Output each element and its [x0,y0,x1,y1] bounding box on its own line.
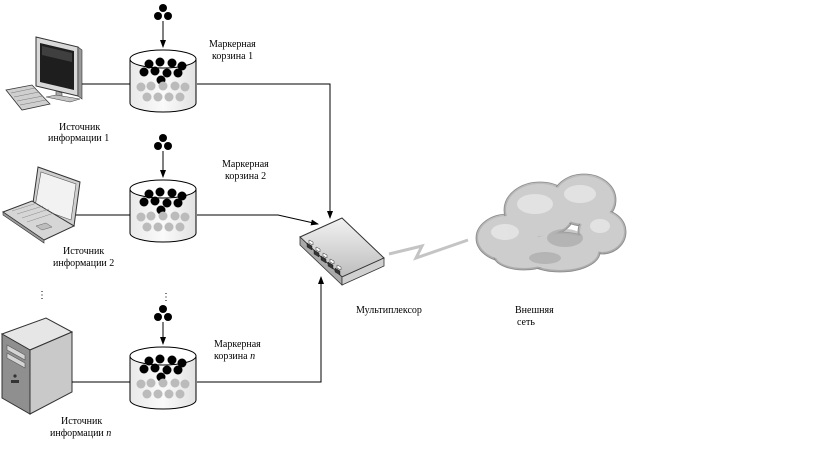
incoming-token [159,134,167,142]
token [144,189,154,199]
token [177,358,187,368]
token-used [175,92,185,102]
token-used [164,389,174,399]
token-used [136,82,146,92]
token-used [180,82,190,92]
connector-bucketn-mux [197,276,324,383]
token [167,58,177,68]
token-bucket-n [129,305,197,410]
lightning-link-icon [388,238,469,261]
incoming-token [154,313,162,321]
desktop-computer-icon [5,36,83,111]
token [162,365,172,375]
token-used [142,92,152,102]
bucket-1-label-line2: корзина 1 [212,51,253,62]
token [139,364,149,374]
token [150,66,160,76]
token [167,188,177,198]
token [155,57,165,67]
token-bucket-1 [129,4,197,113]
network-label-line2: сеть [517,317,535,328]
bucket-n-label-line2: корзина n [214,351,255,362]
token-used [170,378,180,388]
token [155,354,165,364]
bucket-n-label-line1: Маркерная [214,339,261,350]
token-used [153,92,163,102]
token-buckets [129,4,197,410]
token-used [158,211,168,221]
server-tower-icon [0,317,74,415]
token [177,191,187,201]
token-used [180,379,190,389]
incoming-token [154,142,162,150]
token-used [164,92,174,102]
token [173,198,183,208]
token [173,68,183,78]
token-bucket-2 [129,134,197,243]
source-n-label-line2: информации n [50,428,111,439]
token [144,59,154,69]
multiplexer-label: Мультиплексор [356,305,422,316]
token-used [146,211,156,221]
bucket-ellipsis: ⋮ [161,292,171,303]
token [150,196,160,206]
token-used [146,81,156,91]
token-used [136,212,146,222]
token [162,198,172,208]
connector-bucket1-mux [197,83,333,219]
bucket-2-label-line2: корзина 2 [225,171,266,182]
source-n-label-line1: Источник [61,416,102,427]
token [177,61,187,71]
token-used [170,81,180,91]
laptop-icon [1,166,81,244]
source-2-label-line1: Источник [63,246,104,257]
bucket-2-label-line1: Маркерная [222,159,269,170]
token-used [142,222,152,232]
token [162,68,172,78]
token-used [142,389,152,399]
connector-bucket2-mux [197,214,319,226]
incoming-token [159,4,167,12]
incoming-token [154,12,162,20]
token-used [175,389,185,399]
token-used [136,379,146,389]
cloud-icon [475,173,627,273]
token [173,365,183,375]
token-used [175,222,185,232]
token-used [153,222,163,232]
bucket-1-label-line1: Маркерная [209,39,256,50]
token-used [170,211,180,221]
network-label-line1: Внешняя [515,305,554,316]
source-ellipsis: ⋮ [37,290,47,301]
token-used [158,378,168,388]
token-used [153,389,163,399]
incoming-token [164,313,172,321]
token [139,197,149,207]
token [155,187,165,197]
token [144,356,154,366]
token-used [180,212,190,222]
source-2-label-line2: информации 2 [53,258,114,269]
source-1-label-line2: информации 1 [48,133,109,144]
token-used [164,222,174,232]
token-used [146,378,156,388]
incoming-token [164,142,172,150]
incoming-token [164,12,172,20]
token-used [158,81,168,91]
token [167,355,177,365]
token [139,67,149,77]
token [150,363,160,373]
network-switch-icon [299,217,385,286]
incoming-token [159,305,167,313]
source-1-label-line1: Источник [59,122,100,133]
